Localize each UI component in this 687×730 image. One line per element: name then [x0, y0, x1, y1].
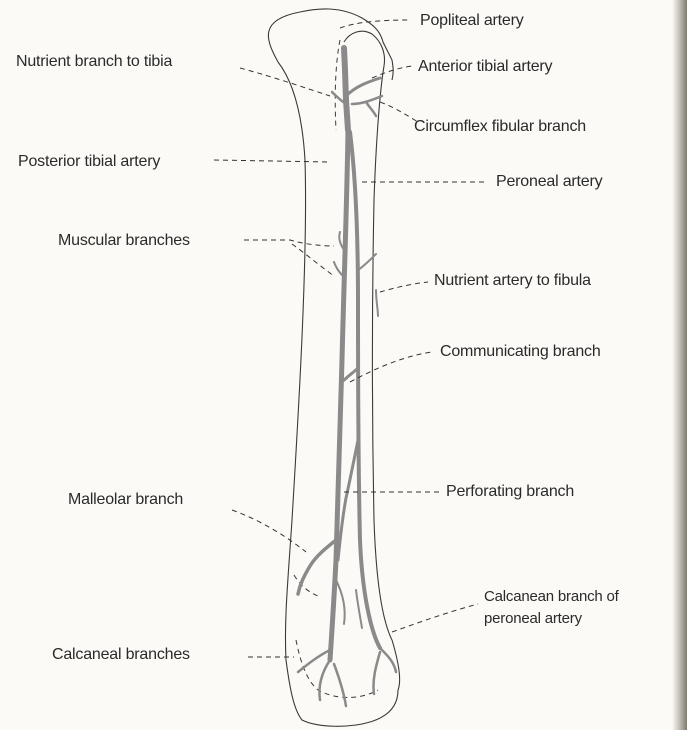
leader-popliteal [340, 20, 410, 28]
leader-communicating [350, 352, 432, 382]
label-calcanean-branch-line2: peroneal artery [484, 609, 582, 628]
hidden-outline-left [335, 40, 340, 130]
circumflex-fibular-branch-vessel [352, 96, 382, 116]
label-peroneal-artery: Peroneal artery [496, 172, 602, 191]
calcanean-branch-peroneal-vessel [373, 648, 396, 694]
leader-muscular [244, 240, 334, 276]
label-malleolar-branch: Malleolar branch [68, 490, 183, 509]
leader-nutrient-fibula [380, 282, 428, 292]
calcaneal-branches-vessel [298, 650, 346, 706]
leader-circumflex [380, 102, 418, 122]
label-popliteal-artery: Popliteal artery [420, 11, 524, 30]
label-circumflex-fibular-branch: Circumflex fibular branch [414, 117, 586, 136]
fibula-shaft [373, 66, 393, 640]
communicating-branch-vessel [342, 368, 358, 382]
leader-posterior-tibial [214, 160, 330, 162]
popliteal-artery-vessel [344, 48, 348, 130]
label-nutrient-branch-tibia: Nutrient branch to tibia [16, 52, 172, 71]
label-muscular-branches: Muscular branches [58, 231, 190, 250]
tibia-shaft-left [278, 62, 306, 660]
nutrient-artery-fibula-vessel [358, 254, 378, 316]
anterior-tibial-artery-vessel [346, 78, 380, 96]
label-perforating-branch: Perforating branch [446, 482, 574, 501]
leader-malleolar [232, 510, 306, 552]
label-nutrient-artery-fibula: Nutrient artery to fibula [434, 271, 591, 290]
label-anterior-tibial-artery: Anterior tibial artery [418, 57, 552, 76]
label-calcaneal-branches: Calcaneal branches [52, 645, 190, 664]
fibula-outline-top [344, 31, 385, 66]
lower-small-branches [336, 580, 362, 628]
tibia-outline [268, 9, 393, 80]
posterior-tibial-artery-vessel [330, 130, 348, 660]
malleolar-branch-vessel [298, 540, 336, 594]
leader-anterior-tibial [372, 66, 412, 78]
label-calcanean-branch-line1: Calcanean branch of [484, 587, 619, 606]
label-posterior-tibial-artery: Posterior tibial artery [18, 152, 160, 171]
label-communicating-branch: Communicating branch [440, 342, 601, 361]
leader-calcanean [392, 604, 478, 632]
peroneal-artery-vessel [350, 132, 380, 648]
